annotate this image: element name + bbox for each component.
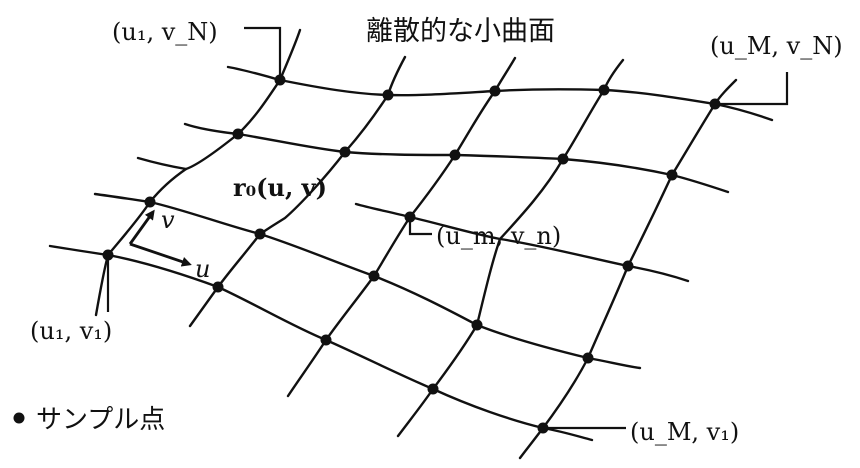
sample-point (449, 149, 461, 161)
sample-point (622, 260, 634, 272)
u-axis-arrow (129, 242, 192, 267)
label-um-vn: (u_m, v_n) (436, 222, 561, 250)
label-uM-v1: (u_M, v₁) (630, 418, 739, 446)
sample-point (212, 281, 224, 293)
sample-point (232, 128, 244, 140)
sample-point (582, 352, 594, 364)
leader-uM-vN (715, 72, 789, 106)
u-axis-label: u (195, 255, 210, 283)
v-axis-label: v (161, 206, 175, 234)
leader-lines (106, 26, 789, 430)
label-u1-vN: (u₁, v_N) (112, 18, 218, 46)
leader-u1-vN (244, 26, 282, 80)
leader-um-vn (408, 217, 432, 236)
sample-point (427, 383, 439, 395)
local-axes: u v (128, 206, 210, 283)
point-labels: (u₁, v_N) (u_M, v_N) r₀(u, v) (u_m, v_n)… (30, 18, 843, 446)
grid-row-4 (93, 192, 642, 370)
grid-row-vN (226, 65, 774, 122)
sample-point (339, 146, 351, 158)
sample-point (471, 319, 483, 331)
sample-point (382, 89, 394, 101)
label-u1-v1: (u₁, v₁) (30, 317, 112, 345)
sample-point (666, 169, 678, 181)
grid-row-3 (136, 156, 188, 171)
sample-point (557, 153, 569, 165)
sample-point (368, 270, 380, 282)
label-r0: r₀(u, v) (233, 173, 327, 202)
legend-point-icon (13, 412, 25, 424)
label-uM-vN: (u_M, v_N) (710, 32, 843, 60)
v-axis-arrow (128, 209, 155, 245)
sample-point (489, 85, 501, 97)
sample-point (598, 84, 610, 96)
sample-point (144, 196, 156, 208)
diagram-title: 離散的な小曲面 (366, 16, 555, 47)
sample-point (254, 228, 266, 240)
sample-point (320, 334, 332, 346)
legend-label: サンプル点 (36, 405, 165, 435)
legend: サンプル点 (13, 405, 165, 435)
